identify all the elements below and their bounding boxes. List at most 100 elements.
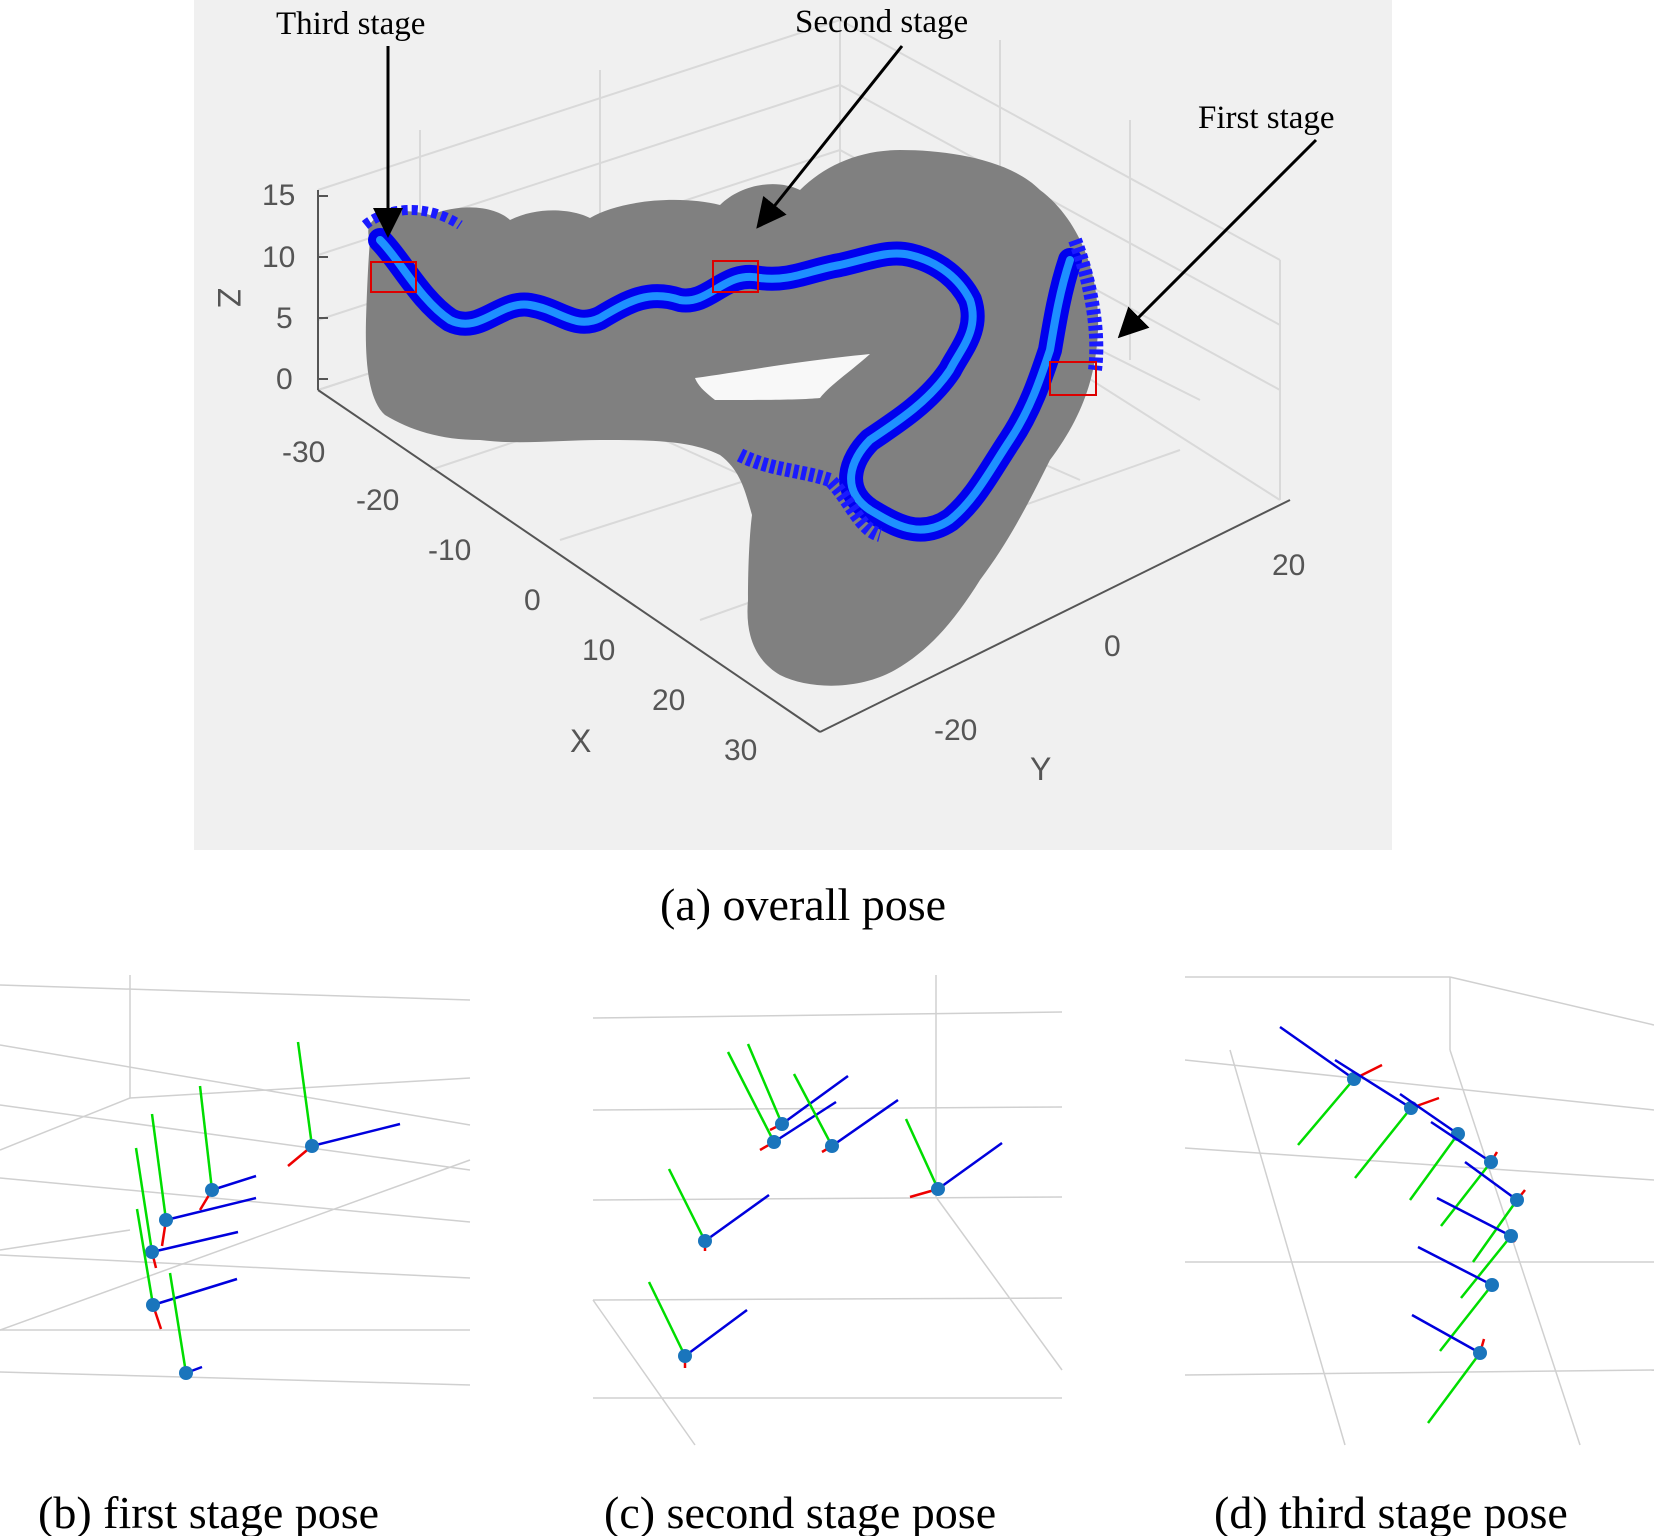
frame-origin xyxy=(931,1182,945,1196)
frame-y-axis xyxy=(168,1272,188,1374)
z-tick-label: 10 xyxy=(262,241,295,274)
frame-origin xyxy=(1484,1155,1498,1169)
pose-frame xyxy=(746,1043,849,1132)
stage2-highlight-box xyxy=(712,260,759,293)
frame-y-axis xyxy=(647,1281,687,1357)
frame-y-axis xyxy=(1297,1078,1355,1146)
frame-origin xyxy=(825,1139,839,1153)
pose-frame xyxy=(647,1281,748,1368)
pose-frame xyxy=(1334,1058,1440,1179)
x-tick-label: -10 xyxy=(428,534,471,567)
caption-b: (b) first stage pose xyxy=(38,1487,379,1536)
colon-surface xyxy=(365,150,1099,686)
frame-z-axis xyxy=(1436,1196,1512,1238)
x-axis-line xyxy=(317,389,821,733)
panel-c-grid xyxy=(592,975,1063,1446)
frame-z-axis xyxy=(773,1100,837,1144)
pose-frame xyxy=(667,1168,770,1251)
frame-y-axis xyxy=(1354,1107,1412,1179)
frame-z-axis xyxy=(1411,1313,1481,1355)
frame-z-axis xyxy=(151,1230,239,1254)
pose-frame xyxy=(198,1085,257,1211)
frame-y-axis xyxy=(1426,1352,1482,1424)
z-tick-label: 5 xyxy=(276,302,293,335)
frame-origin xyxy=(179,1366,193,1380)
panel-b-grid xyxy=(0,975,471,1386)
frame-y-axis xyxy=(1408,1133,1460,1201)
frame-origin xyxy=(1504,1229,1518,1243)
x-tick-label: 10 xyxy=(582,634,615,667)
panel-b-first-stage-pose xyxy=(0,975,471,1386)
trajectory-fringe-right xyxy=(1068,237,1104,371)
frame-z-axis xyxy=(152,1277,238,1307)
frame-z-axis xyxy=(165,1196,257,1222)
frame-y-axis xyxy=(726,1051,776,1143)
frame-z-axis xyxy=(781,1074,849,1126)
pose-frame xyxy=(135,1208,238,1330)
second-stage-arrow xyxy=(756,45,904,229)
frame-z-axis xyxy=(937,1141,1003,1191)
frame-y-axis xyxy=(792,1073,834,1147)
stage3-highlight-box xyxy=(370,261,417,293)
panel-d-third-stage-pose xyxy=(1184,976,1654,1446)
y-axis-line xyxy=(819,499,1291,733)
frame-origin xyxy=(678,1349,692,1363)
panel-a-axes xyxy=(317,190,1291,733)
panel-d-frames xyxy=(1279,1025,1526,1424)
frame-origin xyxy=(1473,1346,1487,1360)
frame-z-axis xyxy=(1417,1245,1493,1287)
pose-frame xyxy=(1411,1313,1487,1424)
frame-z-axis xyxy=(311,1122,401,1148)
frame-z-axis xyxy=(1399,1092,1459,1136)
trajectory-fringe-left xyxy=(736,448,883,542)
frame-y-axis xyxy=(1460,1235,1512,1299)
frame-origin xyxy=(305,1139,319,1153)
x-tick-label: -20 xyxy=(356,484,399,517)
frame-origin xyxy=(159,1213,173,1227)
frame-z-axis xyxy=(211,1174,257,1192)
z-tick-label: 15 xyxy=(262,179,295,212)
z-axis-label: Z xyxy=(211,288,247,308)
colon-inner-hole xyxy=(695,354,870,400)
frame-z-axis xyxy=(704,1193,770,1243)
first-stage-label: First stage xyxy=(1198,100,1335,136)
frame-origin xyxy=(205,1183,219,1197)
trajectory-core xyxy=(376,236,1074,534)
pose-frame xyxy=(1279,1025,1383,1146)
frame-y-axis xyxy=(746,1043,784,1125)
y-axis-label: Y xyxy=(1030,751,1051,787)
frame-z-axis xyxy=(1464,1160,1518,1202)
first-stage-arrow xyxy=(1117,138,1318,339)
frame-y-axis xyxy=(1439,1284,1493,1352)
pose-frame xyxy=(792,1073,899,1154)
stage1-highlight-box xyxy=(1049,361,1097,396)
z-tick-marks xyxy=(318,195,328,380)
x-tick-label: 20 xyxy=(652,684,685,717)
frame-origin xyxy=(1485,1278,1499,1292)
y-tick-label: 0 xyxy=(1104,630,1121,663)
frame-z-axis xyxy=(684,1308,748,1358)
pose-frame xyxy=(1417,1245,1499,1352)
frame-origin xyxy=(146,1298,160,1312)
frame-y-axis xyxy=(1471,1199,1519,1263)
caption-c: (c) second stage pose xyxy=(604,1487,996,1536)
y-tick-label: -20 xyxy=(934,714,977,747)
frame-z-axis xyxy=(831,1098,899,1148)
x-tick-label: 0 xyxy=(524,584,541,617)
frame-origin xyxy=(145,1245,159,1259)
panel-a-overall-pose: 15 10 5 0 Z -30 -20 -10 0 10 20 30 X -20… xyxy=(194,0,1392,850)
frame-z-axis xyxy=(1279,1025,1355,1081)
panel-d-grid xyxy=(1184,976,1654,1446)
caption-d: (d) third stage pose xyxy=(1214,1487,1568,1536)
frame-y-axis xyxy=(667,1168,707,1242)
frame-origin xyxy=(767,1135,781,1149)
pose-frame xyxy=(287,1041,401,1167)
second-stage-label: Second stage xyxy=(795,4,968,40)
x-axis-label: X xyxy=(570,723,591,759)
caption-a: (a) overall pose xyxy=(660,879,946,930)
pose-frame xyxy=(150,1113,257,1247)
z-tick-label: 0 xyxy=(276,363,293,396)
panel-c-frames xyxy=(647,1043,1003,1368)
frame-y-axis xyxy=(296,1041,314,1147)
